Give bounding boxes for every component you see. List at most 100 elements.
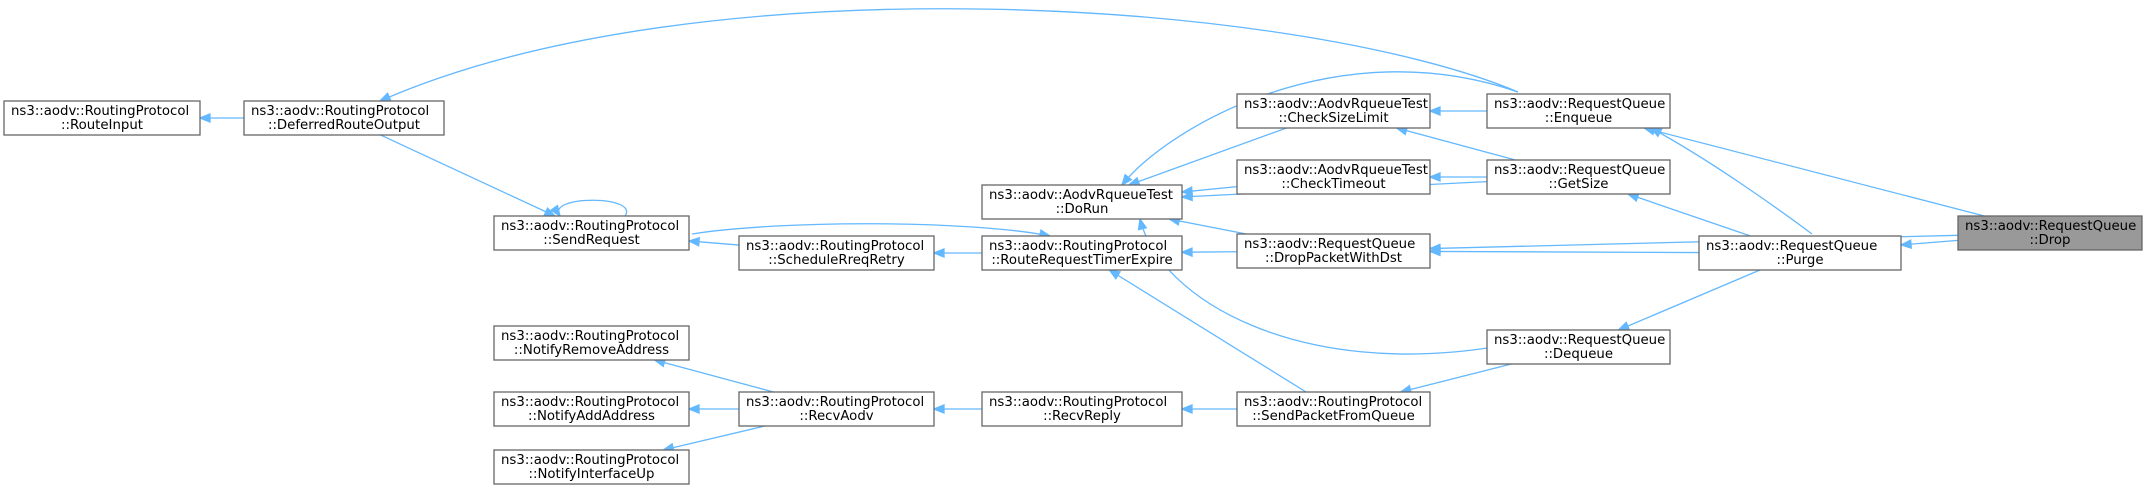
node-method-label: ::DoRun xyxy=(1056,202,1109,217)
node-box xyxy=(243,100,445,136)
edge-notifyadd-to-recvaodv-arrowhead xyxy=(687,404,700,414)
node-class-label: ns3::aodv::RequestQueue xyxy=(1494,97,1665,112)
node-dorun[interactable]: ns3::aodv::AodvRqueueTest::DoRun xyxy=(981,184,1183,220)
node-class-label: ns3::aodv::AodvRqueueTest xyxy=(1244,163,1428,178)
node-class-label: ns3::aodv::RoutingProtocol xyxy=(501,329,679,344)
node-box xyxy=(1236,233,1431,269)
node-sendreq[interactable]: ns3::aodv::RoutingProtocol::SendRequest xyxy=(493,215,690,251)
node-notifyremove[interactable]: ns3::aodv::RoutingProtocol::NotifyRemove… xyxy=(493,325,690,361)
edge-notifyremove-to-recvaodv xyxy=(654,359,774,393)
edge-dequeue-to-purge-arrowhead xyxy=(1616,321,1631,331)
node-class-label: ns3::aodv::RoutingProtocol xyxy=(746,239,924,254)
edge-dorun-to-checktimeout-arrowhead xyxy=(1180,186,1194,196)
node-box xyxy=(1486,159,1671,195)
edge-deferred-to-enqueue xyxy=(379,8,1519,102)
node-method-label: ::ScheduleRreqRetry xyxy=(768,253,905,268)
edge-checksize-to-getsize xyxy=(1396,127,1516,161)
node-box xyxy=(738,391,935,427)
node-box xyxy=(1236,159,1431,195)
node-getsize[interactable]: ns3::aodv::RequestQueue::GetSize xyxy=(1486,159,1671,195)
edge-enqueue-to-drop xyxy=(1644,127,1985,217)
node-box xyxy=(981,391,1183,427)
edge-sendreq-to-sendreq xyxy=(557,199,628,217)
edge-rrte-to-dropdst-arrowhead xyxy=(1180,247,1193,258)
edge-rrte-to-sendreq xyxy=(691,223,1051,237)
node-box xyxy=(493,449,690,485)
node-method-label: ::Dequeue xyxy=(1544,347,1613,362)
node-dequeue[interactable]: ns3::aodv::RequestQueue::Dequeue xyxy=(1486,329,1671,365)
node-method-label: ::Drop xyxy=(2030,233,2071,248)
node-box xyxy=(1236,93,1431,129)
node-routeinput[interactable]: ns3::aodv::RoutingProtocol::RouteInput xyxy=(3,100,201,136)
edge-checktimeout-to-getsize-arrowhead xyxy=(1428,172,1441,182)
node-recvaodv[interactable]: ns3::aodv::RoutingProtocol::RecvAodv xyxy=(738,391,935,427)
edge-dorun-to-dequeue-arrowhead xyxy=(1137,217,1148,231)
node-notifyup[interactable]: ns3::aodv::RoutingProtocol::NotifyInterf… xyxy=(493,449,690,485)
node-notifyadd[interactable]: ns3::aodv::RoutingProtocol::NotifyAddAdd… xyxy=(493,391,690,427)
node-checktimeout[interactable]: ns3::aodv::AodvRqueueTest::CheckTimeout xyxy=(1236,159,1431,195)
node-box xyxy=(493,215,690,251)
node-method-label: ::RecvReply xyxy=(1043,409,1121,424)
node-schedrreq[interactable]: ns3::aodv::RoutingProtocol::ScheduleRreq… xyxy=(738,235,935,271)
edge-rrte-to-sendpfq xyxy=(1109,269,1307,393)
node-box xyxy=(981,235,1183,271)
edge-sendreq-to-deferred xyxy=(380,134,556,217)
node-method-label: ::DropPacketWithDst xyxy=(1265,251,1402,266)
node-class-label: ns3::aodv::AodvRqueueTest xyxy=(989,188,1173,203)
edge-dorun-to-enqueue xyxy=(1121,71,1519,186)
node-class-label: ns3::aodv::RoutingProtocol xyxy=(501,453,679,468)
node-box xyxy=(1486,329,1671,365)
node-box xyxy=(493,391,690,427)
node-class-label: ns3::aodv::RoutingProtocol xyxy=(501,395,679,410)
edge-dorun-to-checksize xyxy=(1128,127,1287,186)
node-class-label: ns3::aodv::RequestQueue xyxy=(1494,333,1665,348)
node-enqueue[interactable]: ns3::aodv::RequestQueue::Enqueue xyxy=(1486,93,1671,129)
edge-dropdst-to-purge xyxy=(1429,250,1700,254)
node-purge[interactable]: ns3::aodv::RequestQueue::Purge xyxy=(1698,235,1902,271)
node-dropdst[interactable]: ns3::aodv::RequestQueue::DropPacketWithD… xyxy=(1236,233,1431,269)
edge-rrte-to-sendpfq-arrowhead xyxy=(1107,269,1122,280)
node-deferred[interactable]: ns3::aodv::RoutingProtocol::DeferredRout… xyxy=(243,100,445,136)
node-class-label: ns3::aodv::RoutingProtocol xyxy=(1244,395,1422,410)
node-class-label: ns3::aodv::RequestQueue xyxy=(1494,163,1665,178)
node-box xyxy=(493,325,690,361)
node-class-label: ns3::aodv::RoutingProtocol xyxy=(11,104,189,119)
node-method-label: ::NotifyRemoveAddress xyxy=(514,343,669,358)
node-recvreply[interactable]: ns3::aodv::RoutingProtocol::RecvReply xyxy=(981,391,1183,427)
node-box xyxy=(1957,215,2143,251)
edge-deferred-to-enqueue-arrowhead xyxy=(378,92,392,102)
node-method-label: ::Purge xyxy=(1776,253,1823,268)
edge-sendreq-to-schedrreq-arrowhead xyxy=(687,236,701,247)
edge-dequeue-to-purge xyxy=(1618,269,1761,331)
edge-purge-to-drop-arrowhead xyxy=(1899,239,1913,250)
node-class-label: ns3::aodv::RoutingProtocol xyxy=(746,395,924,410)
node-class-label: ns3::aodv::AodvRqueueTest xyxy=(1244,97,1428,112)
node-class-label: ns3::aodv::RoutingProtocol xyxy=(501,219,679,234)
edge-recvreply-to-sendpfq-arrowhead xyxy=(1180,404,1193,414)
edge-getsize-to-purge xyxy=(1627,193,1751,237)
edge-dorun-to-enqueue-arrowhead xyxy=(1120,173,1133,187)
node-method-label: ::RecvAodv xyxy=(799,409,873,424)
edge-checksize-to-enqueue-arrowhead xyxy=(1428,106,1441,116)
node-box xyxy=(981,184,1183,220)
edge-notifyup-to-recvaodv xyxy=(663,425,765,451)
node-class-label: ns3::aodv::RoutingProtocol xyxy=(989,239,1167,254)
node-drop[interactable]: ns3::aodv::RequestQueue::Drop xyxy=(1957,215,2143,251)
edges-layer xyxy=(198,8,1985,453)
nodes-layer: ns3::aodv::RequestQueue::Dropns3::aodv::… xyxy=(3,93,2143,485)
node-rrte[interactable]: ns3::aodv::RoutingProtocol::RouteRequest… xyxy=(981,235,1183,271)
node-sendpfq[interactable]: ns3::aodv::RoutingProtocol::SendPacketFr… xyxy=(1236,391,1431,427)
node-box xyxy=(1698,235,1902,271)
node-method-label: ::CheckSizeLimit xyxy=(1278,111,1388,126)
node-checksize[interactable]: ns3::aodv::AodvRqueueTest::CheckSizeLimi… xyxy=(1236,93,1431,129)
edge-routeinput-to-deferred-arrowhead xyxy=(198,113,211,123)
node-method-label: ::SendPacketFromQueue xyxy=(1252,409,1415,424)
node-class-label: ns3::aodv::RoutingProtocol xyxy=(251,104,429,119)
node-class-label: ns3::aodv::RequestQueue xyxy=(1965,219,2136,234)
node-class-label: ns3::aodv::RoutingProtocol xyxy=(989,395,1167,410)
node-method-label: ::RouteInput xyxy=(61,118,143,133)
node-method-label: ::Enqueue xyxy=(1545,111,1612,126)
edge-sendreq-to-sendreq-arrowhead xyxy=(549,204,562,218)
edge-dropdst-to-purge-arrowhead xyxy=(1428,246,1441,257)
